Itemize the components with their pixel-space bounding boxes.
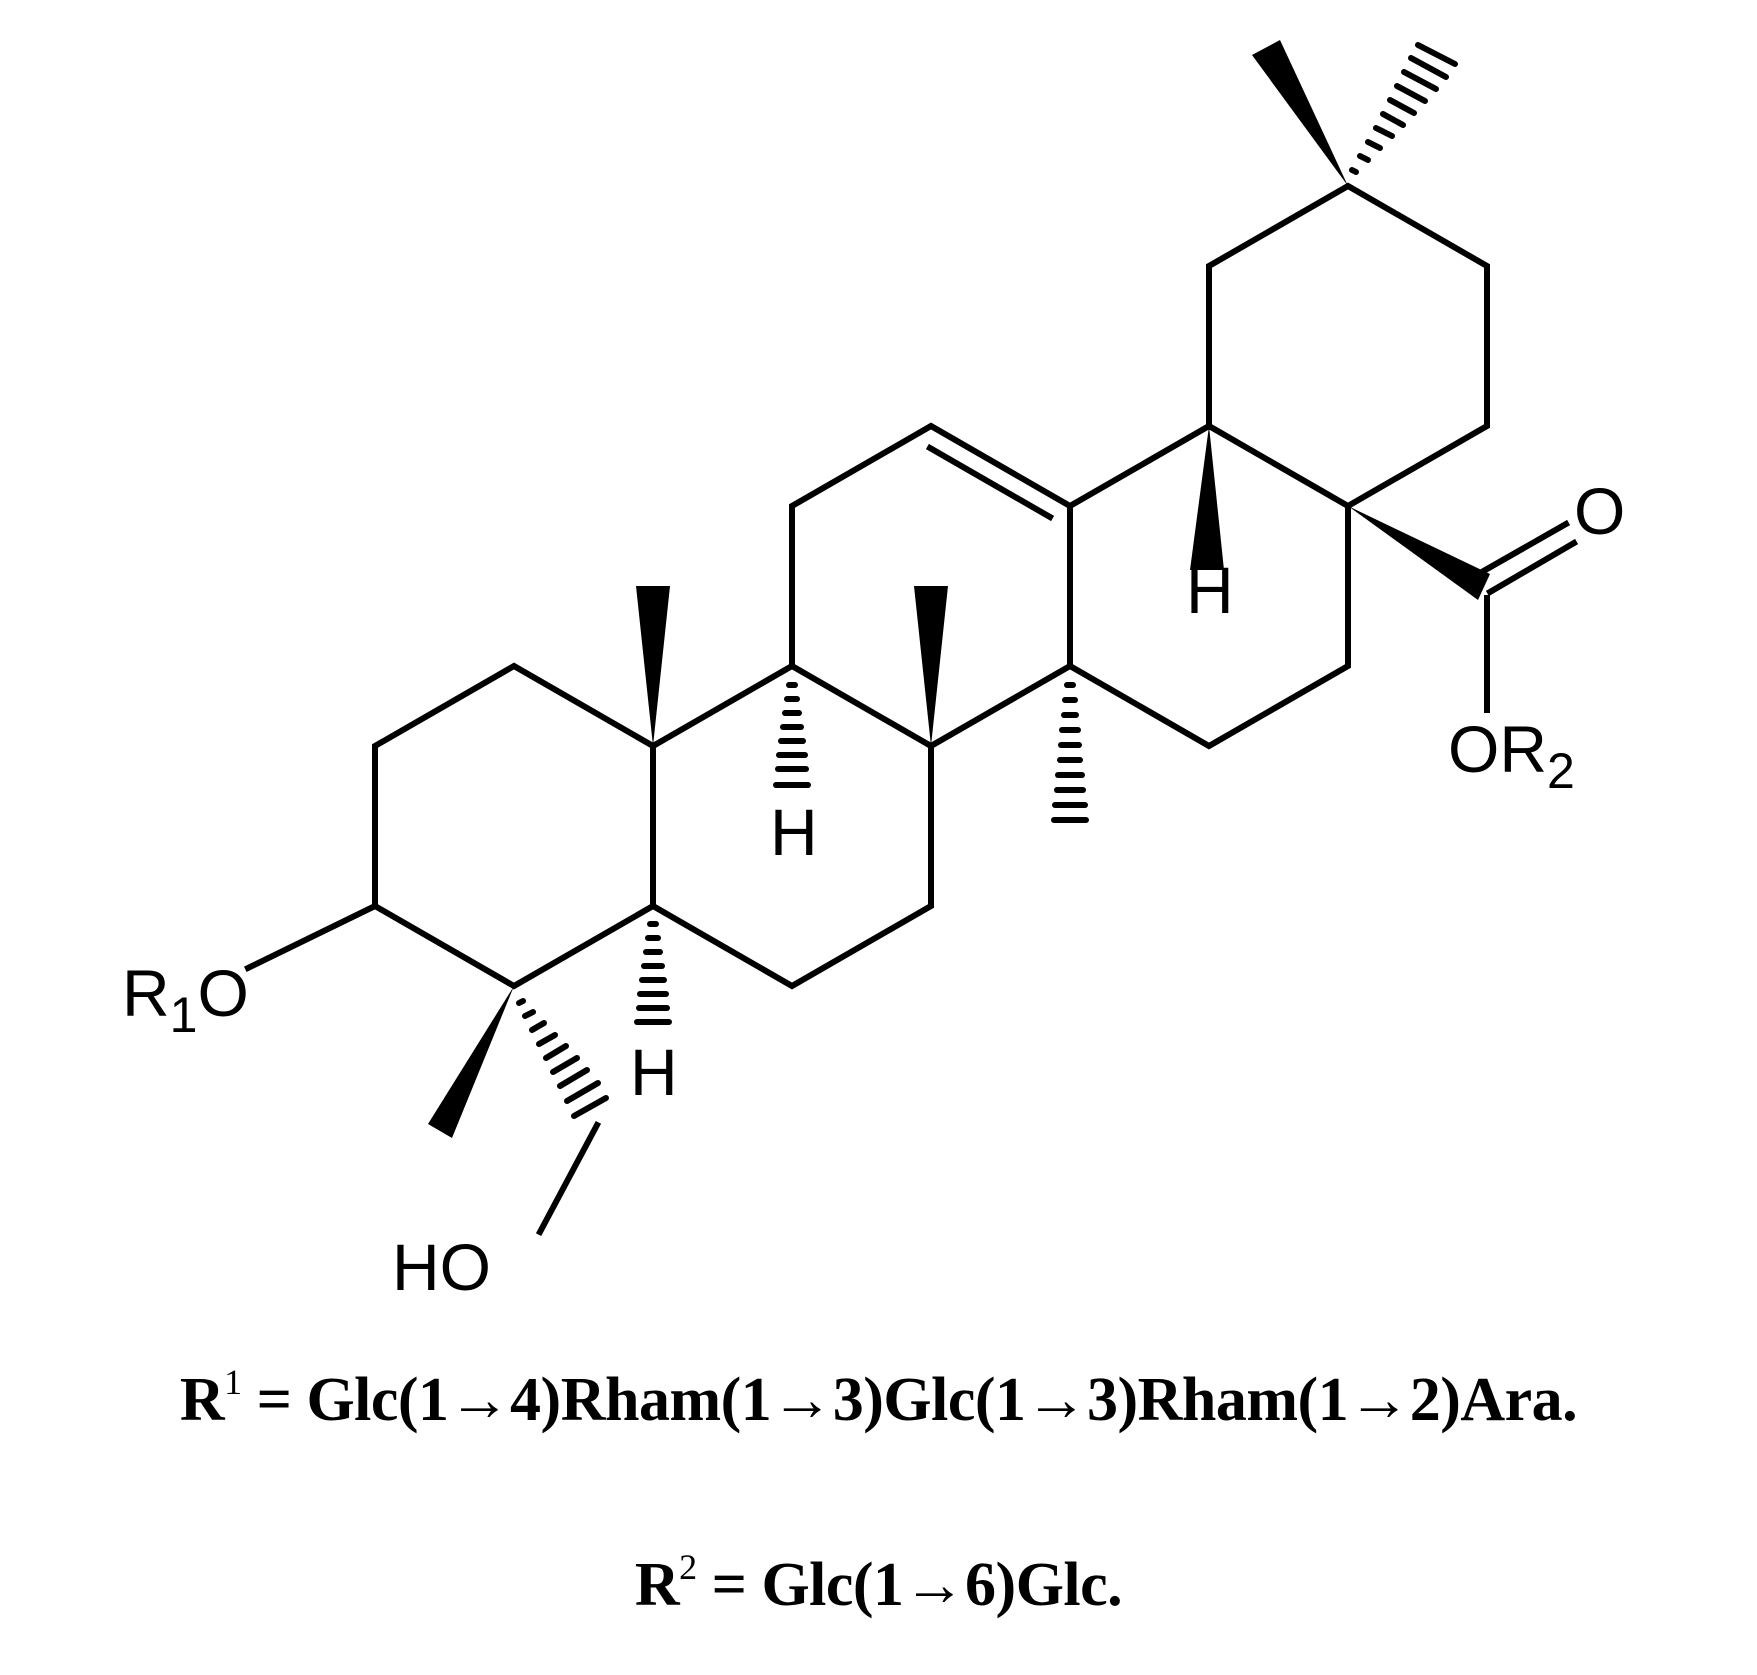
caption-r2-substituent: R2 = Glc(1→6)Glc. — [0, 1547, 1757, 1621]
label-or2: OR2 — [1448, 712, 1575, 799]
hash-c14-methyl — [1051, 682, 1089, 823]
chemical-structure-diagram: R1O HO H H H O OR2 — [122, 40, 1625, 1304]
r1-definition: = Glc(1→4)Rham(1→3)Glc(1→3)Rham(1→2)Ara. — [241, 1366, 1578, 1434]
hash-c9-h — [773, 682, 811, 788]
bond-c3-o — [243, 901, 380, 973]
bond-c28-o-b — [1485, 538, 1579, 597]
hash-c4-ch2oh — [516, 998, 609, 1119]
wedge-c18-h — [1190, 426, 1224, 570]
ring-a — [372, 662, 658, 990]
wedge-bonds — [428, 40, 1490, 1138]
wedge-c20-methyl — [1252, 40, 1348, 186]
skeleton-bonds — [243, 182, 1579, 1237]
label-ho: HO — [392, 1230, 491, 1304]
hash-bonds — [516, 42, 1458, 1119]
caption-r1-substituent: R1 = Glc(1→4)Rham(1→3)Glc(1→3)Rham(1→2)A… — [0, 1362, 1757, 1436]
ring-d — [1065, 422, 1351, 750]
label-h-c5: H — [630, 1035, 678, 1109]
ring-e — [1206, 182, 1490, 511]
r2-label: R — [634, 1551, 680, 1619]
r2-definition: = Glc(1→6)Glc. — [696, 1551, 1123, 1619]
label-r1o: R1O — [122, 956, 249, 1043]
r2-superscript: 2 — [679, 1547, 697, 1587]
label-h-c9: H — [770, 795, 818, 869]
ring-c — [789, 422, 1073, 751]
ring-b — [648, 662, 934, 990]
double-bond-c12-c13 — [925, 443, 1055, 522]
bond-ch2-oh — [535, 1120, 602, 1237]
hash-c20-methyl — [1349, 42, 1458, 175]
hash-c5-h — [634, 921, 672, 1025]
wedge-c10-methyl — [636, 586, 670, 746]
wedge-c8-methyl — [914, 586, 948, 746]
label-carbonyl-o: O — [1574, 474, 1625, 548]
label-h-c18: H — [1186, 553, 1234, 627]
atom-labels: R1O HO H H H O OR2 — [122, 474, 1625, 1304]
r1-superscript: 1 — [224, 1362, 242, 1402]
wedge-c17-c28 — [1348, 506, 1490, 600]
wedge-c4-methyl — [428, 986, 514, 1138]
bond-c28-o-a — [1475, 519, 1571, 578]
r1-label: R — [179, 1366, 225, 1434]
